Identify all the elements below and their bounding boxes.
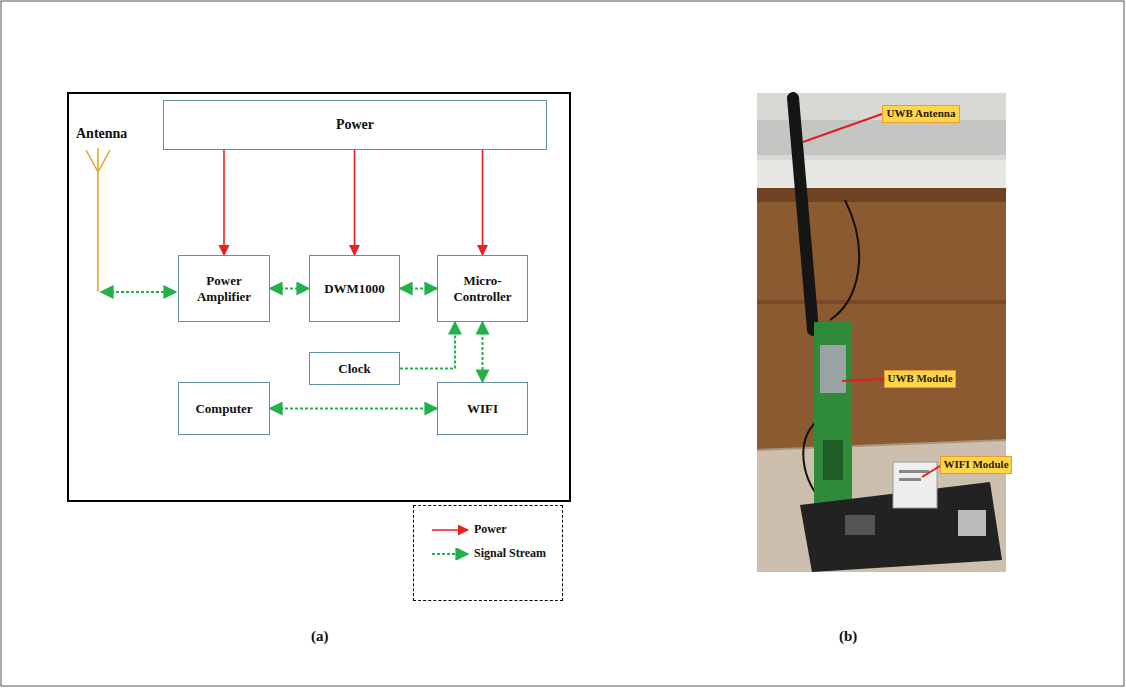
power-arrow	[482, 150, 484, 255]
process-box: Clock	[309, 352, 400, 385]
legend-text: Signal Stream	[474, 546, 546, 561]
node-text: DWM1000	[324, 281, 385, 297]
power-box: Power	[163, 100, 547, 150]
panel-frame	[68, 93, 570, 501]
node-text: Power Amplifier	[183, 273, 265, 304]
process-box: Computer	[178, 382, 270, 435]
node-text: Power	[336, 117, 374, 134]
callout-box: WIFI Module	[940, 456, 1012, 474]
panel-label: (b)	[839, 628, 857, 645]
antenna-symbol	[86, 148, 110, 292]
panel-label: (a)	[311, 628, 329, 645]
node-text: Clock	[338, 361, 371, 377]
signal-arrow	[270, 288, 309, 290]
node-text: Micro- Controller	[442, 273, 523, 304]
legend-text: Power	[474, 522, 507, 537]
signal-arrow	[400, 288, 437, 290]
node-text: WIFI Module	[943, 458, 1008, 471]
signal-arrow	[400, 322, 455, 369]
callout-box: UWB Module	[884, 370, 956, 388]
process-box: Power Amplifier	[178, 255, 270, 322]
legend-sample	[430, 548, 472, 560]
node-text: WIFI	[467, 401, 498, 417]
power-arrow	[354, 150, 356, 255]
callout-box: UWB Antenna	[882, 105, 960, 123]
process-box: WIFI	[437, 382, 528, 435]
node-text: Computer	[195, 401, 252, 417]
process-box: DWM1000	[309, 255, 400, 322]
legend-sample	[430, 524, 472, 536]
process-box: Micro- Controller	[437, 255, 528, 322]
node-text: UWB Antenna	[887, 107, 956, 120]
device-photo	[757, 93, 1006, 572]
node-text: UWB Module	[887, 372, 952, 385]
power-arrow	[223, 150, 225, 255]
antenna-link	[101, 291, 176, 293]
signal-arrow	[482, 322, 484, 382]
signal-arrow	[270, 408, 437, 410]
antenna-label: Antenna	[76, 126, 127, 142]
legend-box: PowerSignal Stream	[413, 505, 563, 601]
